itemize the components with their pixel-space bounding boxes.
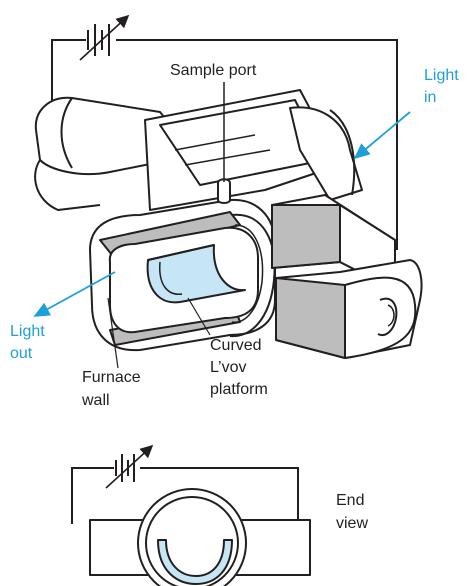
end-view-circuit <box>71 467 299 524</box>
label-furnace-2: wall <box>81 392 110 409</box>
leader-lines <box>107 297 211 369</box>
label-light-in-1: Light <box>424 67 459 84</box>
label-curved-1: Curved <box>210 337 262 354</box>
label-furnace-1: Furnace <box>82 369 141 386</box>
end-view-furnace <box>89 488 311 586</box>
lvov-platform-3d <box>146 244 246 304</box>
light-out-arrow <box>33 271 116 317</box>
end-view-lvov-platform <box>157 539 233 585</box>
furnace-assembly <box>34 82 423 359</box>
power-circuit <box>51 39 398 250</box>
variable-power-supply-icon <box>105 444 154 489</box>
label-curved-3: platform <box>210 381 268 398</box>
label-curved-2: L’vov <box>210 359 246 376</box>
label-light-out-2: out <box>10 345 33 362</box>
variable-power-supply-icon <box>79 14 130 61</box>
light-in-arrow <box>353 111 411 160</box>
label-end-view-1: End <box>336 492 364 509</box>
label-light-in-2: in <box>424 89 436 106</box>
label-sample-port: Sample port <box>170 62 257 79</box>
label-light-out-1: Light <box>10 323 45 340</box>
label-end-view-2: view <box>336 515 368 532</box>
